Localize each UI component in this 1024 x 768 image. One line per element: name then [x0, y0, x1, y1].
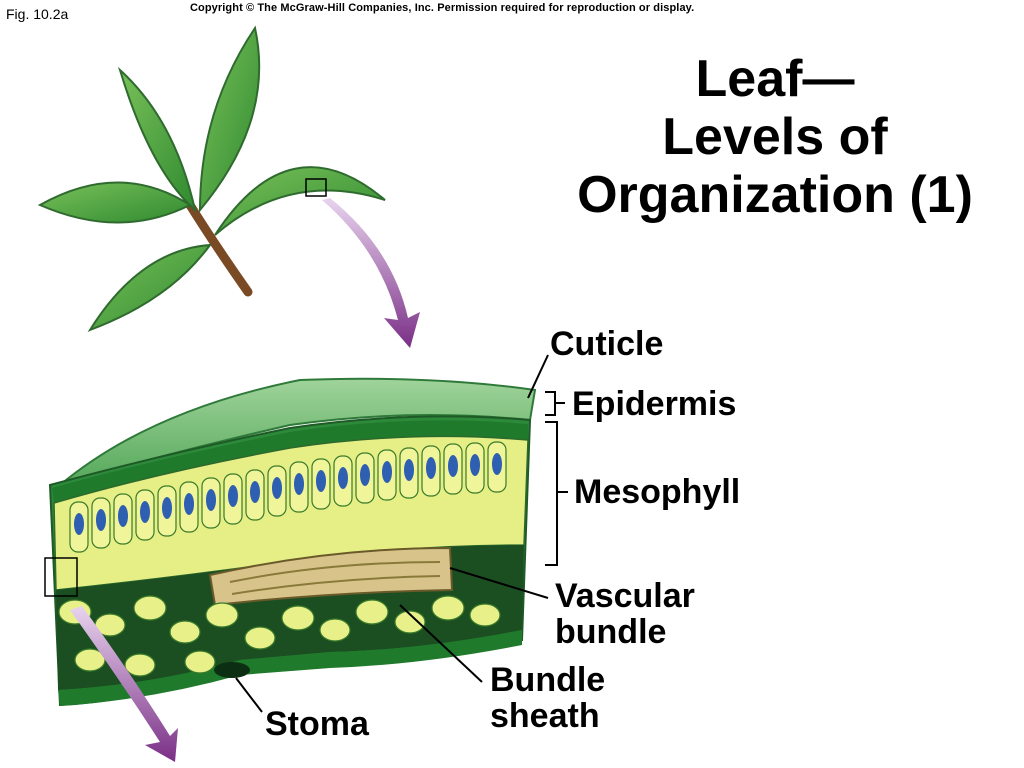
label-mesophyll: Mesophyll [574, 473, 741, 511]
vascular-bundle-leader [449, 567, 549, 599]
zoom-arrow-lower [70, 606, 178, 762]
leaf-2 [198, 25, 261, 213]
lower-epidermis [58, 630, 522, 706]
leaf-surface [59, 377, 537, 486]
label-vascular-bundle-line-2: bundle [555, 613, 667, 651]
stoma-leader [235, 677, 263, 713]
mesophyll-bracket [545, 421, 568, 566]
plant-sprig [37, 25, 386, 332]
leaf-4 [214, 166, 386, 236]
figure-label: Fig. 10.2a [6, 6, 69, 22]
cell-nuclei [74, 453, 502, 535]
phloem-line [231, 575, 441, 595]
label-vascular-bundle: Vascular bundle [555, 578, 695, 650]
diagram-title: Leaf— Levels of Organization (1) [540, 50, 1010, 224]
label-bundle-sheath-line-1: Bundle [490, 661, 606, 699]
leaf-cross-section [44, 377, 537, 707]
leader-lines [235, 354, 568, 713]
stoma-opening [214, 662, 250, 678]
stem [185, 200, 253, 297]
zoom-box [305, 178, 327, 197]
leaf-3 [37, 181, 193, 224]
zoom-arrow-upper [322, 198, 420, 348]
palisade-cells [69, 441, 507, 553]
leaf-1 [118, 66, 197, 213]
detail-box [44, 557, 78, 597]
title-line-2: Levels of [662, 108, 888, 166]
label-bundle-sheath-line-2: sheath [490, 697, 600, 735]
label-bundle-sheath: Bundle sheath [490, 662, 605, 734]
cuticle-leader [527, 354, 549, 399]
copyright-notice: Copyright © The McGraw-Hill Companies, I… [190, 2, 695, 14]
label-stoma: Stoma [265, 705, 369, 743]
xylem-line [229, 561, 441, 583]
bundle-sheath-leader [399, 604, 483, 683]
leaf-5 [87, 243, 213, 332]
title-line-3: Organization (1) [577, 166, 973, 224]
spongy-cells [58, 595, 501, 677]
label-vascular-bundle-line-1: Vascular [555, 577, 695, 615]
epidermis-bracket [545, 391, 565, 416]
upper-epidermis [52, 420, 528, 503]
label-cuticle: Cuticle [550, 325, 664, 363]
label-epidermis: Epidermis [572, 385, 737, 423]
title-line-1: Leaf— [695, 50, 855, 108]
